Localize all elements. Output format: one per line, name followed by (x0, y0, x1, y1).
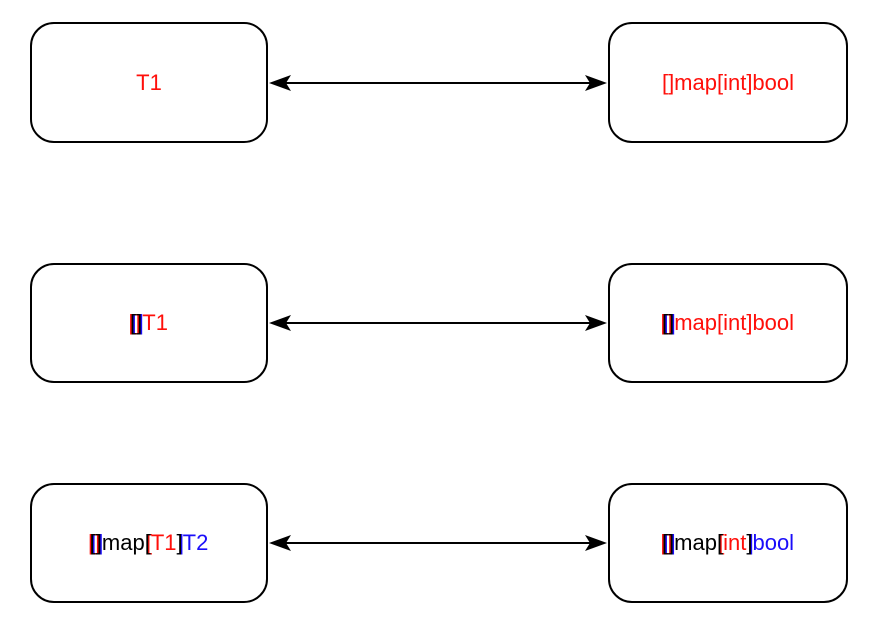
type-segment: [] (661, 310, 675, 335)
type-segment: T1 (150, 530, 177, 555)
type-segment: [] (661, 530, 675, 555)
bidirectional-arrow (269, 535, 607, 551)
type-segment: map (101, 530, 145, 555)
type-segment: T1 (136, 69, 162, 95)
type-segment: []map[int]bool (661, 69, 795, 95)
node-row2-right: []map[int]bool (608, 263, 848, 383)
type-segment: T2 (182, 530, 209, 555)
type-segment: map[int]bool (674, 310, 795, 335)
type-segment: [ (716, 530, 724, 555)
type-segment: T1 (142, 310, 168, 335)
type-segment: ] (746, 530, 753, 555)
type-segment: bool (752, 530, 795, 555)
node-row1-left: T1 (30, 22, 268, 143)
node-row2-left: []T1 (30, 263, 268, 383)
type-segment: ] (176, 530, 183, 555)
bidirectional-arrow (269, 75, 607, 91)
bidirectional-arrow (269, 315, 607, 331)
type-segment: [] (89, 530, 102, 555)
node-row3-right: []map[int]bool (608, 483, 848, 603)
type-segment: [] (130, 310, 143, 335)
type-segment: map (674, 530, 717, 555)
type-segment: int (723, 530, 747, 555)
node-row3-left: []map[T1]T2 (30, 483, 268, 603)
node-row1-right: []map[int]bool (608, 22, 848, 143)
type-segment: [ (144, 530, 151, 555)
